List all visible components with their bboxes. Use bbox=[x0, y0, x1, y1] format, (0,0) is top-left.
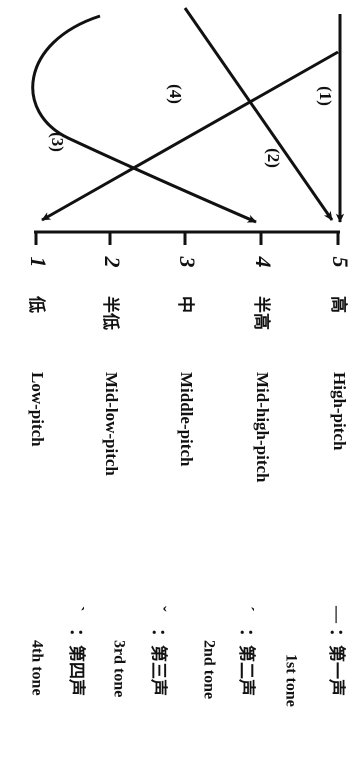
legend-en-1: 1st tone bbox=[282, 654, 299, 707]
pitch-en-3: Middle-pitch bbox=[177, 372, 196, 467]
pitch-number-4: 4 bbox=[251, 256, 276, 268]
pitch-en-5: High-pitch bbox=[330, 372, 349, 451]
legend-en-3: 3rd tone bbox=[110, 640, 127, 697]
pitch-en-2: Mid-low-pitch bbox=[102, 372, 121, 476]
tone1-label: (1) bbox=[316, 86, 335, 106]
pitch-number-1: 1 bbox=[26, 257, 51, 268]
pitch-number-2: 2 bbox=[100, 256, 125, 268]
pitch-names-en: High-pitch Mid-high-pitch Middle-pitch M… bbox=[28, 372, 349, 483]
legend-en-2: 2nd tone bbox=[200, 640, 217, 699]
tone-curves bbox=[31, 7, 345, 224]
legend-zh-1: ：第一声 bbox=[326, 628, 347, 696]
pitch-en-4: Mid-high-pitch bbox=[253, 372, 272, 483]
pitch-zh-3: 中 bbox=[175, 296, 196, 313]
legend-zh-4: ：第四声 bbox=[66, 628, 87, 696]
legend-mark-2: ˊ bbox=[238, 606, 257, 612]
tone2-label: (2) bbox=[264, 148, 283, 168]
pitch-zh-1: 低 bbox=[26, 295, 47, 313]
tone3-curve bbox=[31, 14, 257, 224]
pitch-zh-5: 高 bbox=[328, 296, 349, 313]
legend-mark-3: ˇ bbox=[150, 606, 169, 612]
pitch-en-1: Low-pitch bbox=[28, 372, 47, 447]
legend-mark-1: — bbox=[328, 605, 347, 624]
pitch-numbers: 5 4 3 2 1 bbox=[26, 256, 353, 268]
curve-labels: (1) (2) (3) (4) bbox=[48, 84, 335, 168]
tone-legend: — ：第一声 1st tone ˊ ：第二声 2nd tone ˇ ：第三声 3… bbox=[28, 605, 347, 707]
pitch-number-3: 3 bbox=[175, 256, 200, 268]
tone4-label: (4) bbox=[166, 84, 185, 104]
legend-zh-2: ：第二声 bbox=[236, 628, 257, 696]
pitch-zh-4: 半高 bbox=[251, 296, 272, 330]
legend-zh-3: ：第三声 bbox=[148, 628, 169, 696]
pitch-zh-2: 半低 bbox=[100, 296, 121, 330]
pitch-number-5: 5 bbox=[328, 257, 353, 268]
pitch-names-zh: 高 半高 中 半低 低 bbox=[26, 295, 349, 330]
tone3-label: (3) bbox=[48, 132, 67, 152]
legend-en-4: 4th tone bbox=[28, 640, 45, 696]
tone2-curve bbox=[183, 7, 334, 221]
legend-mark-4: ˋ bbox=[68, 606, 87, 612]
pitch-axis bbox=[34, 230, 340, 245]
tone4-curve bbox=[41, 50, 339, 222]
